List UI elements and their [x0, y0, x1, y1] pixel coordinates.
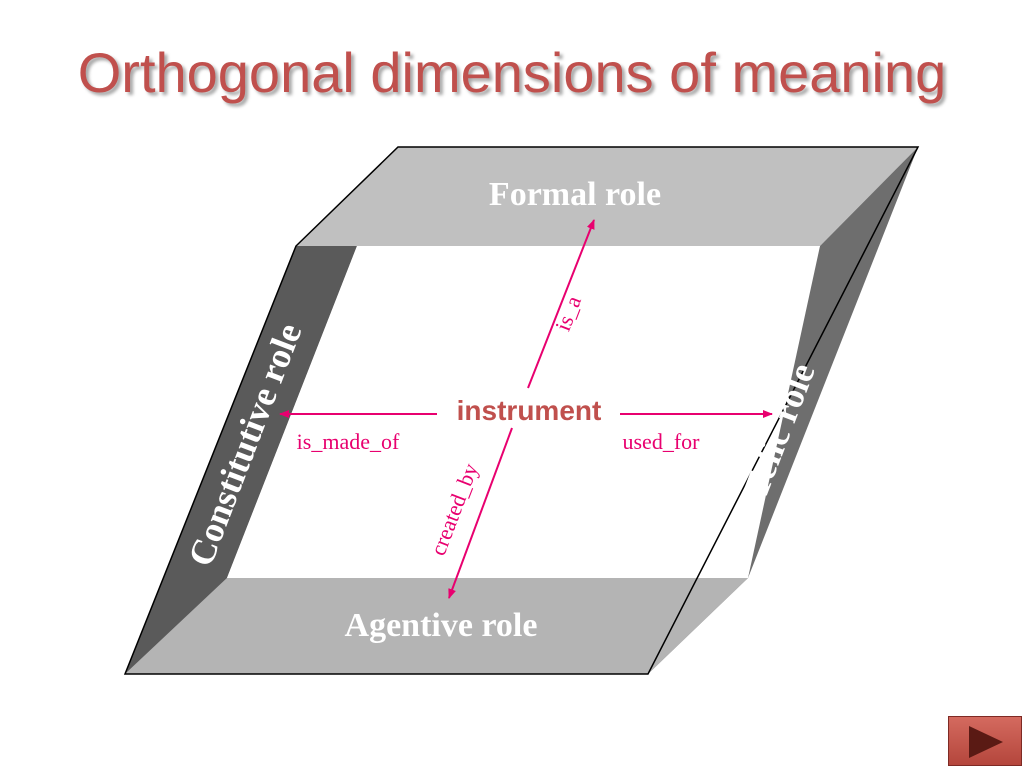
next-slide-button[interactable]: [948, 716, 1022, 766]
frame-left-face: [125, 246, 357, 674]
frame-bottom-face: [125, 578, 748, 674]
frame-top-face: [296, 147, 918, 246]
formal-role-label: Formal role: [489, 176, 661, 213]
slide-title: Orthogonal dimensions of meaning: [77, 41, 947, 104]
is-a-arrow: [527, 219, 595, 389]
frame-inner-area: [227, 246, 820, 578]
is-made-of-label: is_made_of: [297, 429, 400, 454]
frame-outline: [123, 146, 920, 675]
center-concept-label: instrument: [457, 395, 602, 426]
agentive-role-label: Agentive role: [345, 607, 538, 644]
used-for-label: used_for: [623, 429, 701, 454]
play-triangle-icon: [969, 726, 1003, 758]
created-by-arrow: [448, 427, 513, 599]
